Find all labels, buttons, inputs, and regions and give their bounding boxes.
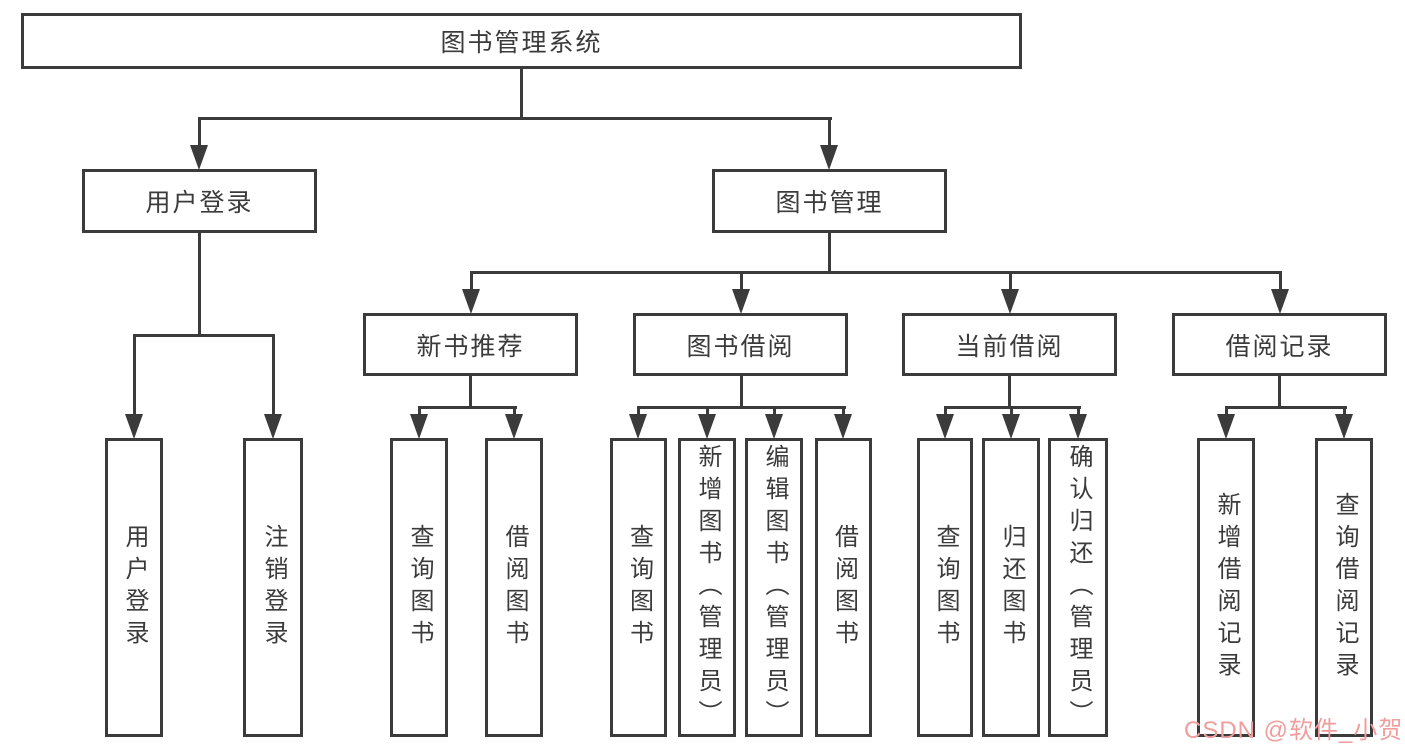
connector-new-book-rail	[418, 406, 517, 409]
node-root: 图书管理系统	[21, 13, 1022, 69]
arrowhead-down	[629, 414, 647, 439]
connector-book-borrow-rail	[637, 406, 846, 409]
connector-book-management-stem	[828, 233, 831, 274]
leaf-confirm-return-admin-label: 确认归还（管理员）	[1065, 443, 1092, 732]
arrowhead-down	[698, 414, 716, 439]
leaf-query-books-label: 查询图书	[406, 523, 433, 652]
arrowhead-down	[410, 414, 428, 439]
node-user-login: 用户登录	[82, 169, 317, 233]
node-borrow-record: 借阅记录	[1172, 313, 1387, 376]
leaf-confirm-return-admin: 确认归还（管理员）	[1048, 438, 1108, 737]
arrowhead-down	[190, 145, 208, 170]
leaf-add-borrow-record: 新增借阅记录	[1197, 438, 1255, 737]
arrowhead-down	[1002, 414, 1020, 439]
connector-current-borrow-stem	[1008, 376, 1011, 409]
connector-book-management-rail	[470, 271, 1282, 274]
arrowhead-down	[765, 414, 783, 439]
node-book-management-label: 图书管理	[775, 189, 884, 217]
arrowhead-down	[820, 145, 838, 170]
leaf-borrow-books: 借阅图书	[485, 438, 543, 737]
node-book-borrow-label: 图书借阅	[686, 332, 795, 361]
leaf-edit-books-admin: 编辑图书（管理员）	[745, 438, 803, 737]
connector-drop	[470, 271, 473, 291]
connector-borrow-record-stem	[1278, 376, 1281, 409]
connector-drop	[1343, 406, 1346, 416]
connector-drop	[706, 406, 709, 416]
leaf-borrow-books-label: 借阅图书	[830, 523, 858, 652]
connector-drop	[198, 117, 201, 147]
connector-user-login-stem	[198, 233, 201, 337]
leaf-return-books-label: 归还图书	[998, 523, 1025, 652]
leaf-query-books: 查询图书	[390, 438, 448, 737]
connector-drop	[1279, 271, 1282, 291]
connector-drop	[944, 406, 947, 416]
leaf-query-borrow-record-label: 查询借阅记录	[1331, 491, 1358, 684]
leaf-edit-books-admin-label: 编辑图书（管理员）	[761, 443, 788, 732]
leaf-logout-login: 注销登录	[243, 438, 303, 737]
connector-drop	[842, 406, 845, 416]
node-new-book-recommend: 新书推荐	[363, 313, 578, 376]
connector-root-rail	[198, 117, 832, 120]
node-current-borrow: 当前借阅	[902, 313, 1117, 376]
leaf-user-login: 用户登录	[105, 438, 163, 737]
connector-new-book-stem	[469, 376, 472, 409]
leaf-query-books: 查询图书	[610, 438, 667, 737]
connector-drop	[272, 334, 275, 416]
leaf-borrow-books: 借阅图书	[815, 438, 872, 737]
leaf-query-books: 查询图书	[917, 438, 973, 737]
arrowhead-down	[936, 414, 954, 439]
leaf-add-books-admin: 新增图书（管理员）	[678, 438, 736, 737]
leaf-query-books-label: 查询图书	[932, 523, 959, 652]
csdn-watermark: CSDN @软件_小贺同学	[1184, 717, 1405, 744]
connector-drop	[513, 406, 516, 416]
arrowhead-down	[505, 414, 523, 439]
connector-drop	[1010, 406, 1013, 416]
leaf-borrow-books-label: 借阅图书	[501, 523, 528, 652]
node-current-borrow-label: 当前借阅	[955, 332, 1064, 361]
arrowhead-down	[1069, 414, 1087, 439]
connector-drop	[773, 406, 776, 416]
node-user-login-label: 用户登录	[145, 189, 254, 217]
leaf-user-login-label: 用户登录	[121, 523, 148, 652]
connector-drop	[740, 271, 743, 291]
arrowhead-down	[1335, 414, 1353, 439]
connector-root-stem	[520, 69, 523, 120]
leaf-add-borrow-record-label: 新增借阅记录	[1213, 491, 1240, 684]
leaf-logout-login-label: 注销登录	[260, 523, 287, 652]
arrowhead-down	[1217, 414, 1235, 439]
arrowhead-down	[1271, 289, 1289, 314]
node-borrow-record-label: 借阅记录	[1225, 332, 1334, 361]
leaf-add-books-admin-label: 新增图书（管理员）	[694, 443, 721, 732]
arrowhead-down	[732, 289, 750, 314]
connector-book-borrow-stem	[740, 376, 743, 409]
node-root-label: 图书管理系统	[440, 29, 603, 57]
connector-drop	[637, 406, 640, 416]
node-book-management: 图书管理	[712, 169, 947, 233]
node-book-borrow: 图书借阅	[633, 313, 848, 376]
arrowhead-down	[834, 414, 852, 439]
connector-drop	[1009, 271, 1012, 291]
connector-drop	[828, 117, 831, 147]
arrowhead-down	[264, 414, 282, 439]
arrowhead-down	[462, 289, 480, 314]
arrowhead-down	[1001, 289, 1019, 314]
connector-drop	[1077, 406, 1080, 416]
leaf-query-borrow-record: 查询借阅记录	[1315, 438, 1373, 737]
connector-borrow-record-rail	[1225, 406, 1347, 409]
connector-drop	[133, 334, 136, 416]
arrowhead-down	[125, 414, 143, 439]
connector-user-login-rail	[133, 334, 275, 337]
node-new-book-recommend-label: 新书推荐	[416, 332, 525, 361]
connector-drop	[418, 406, 421, 416]
leaf-query-books-label: 查询图书	[625, 523, 653, 652]
leaf-return-books: 归还图书	[982, 438, 1040, 737]
connector-drop	[1225, 406, 1228, 416]
